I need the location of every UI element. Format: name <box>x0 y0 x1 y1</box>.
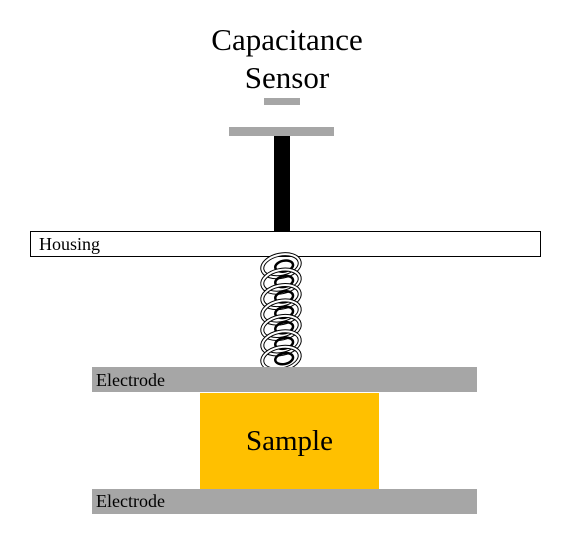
sensor-label-line1: Capacitance <box>211 22 363 57</box>
sensor-lower-plate <box>229 127 334 136</box>
sensor-label-line2: Sensor <box>244 60 330 95</box>
housing-label: Housing <box>39 234 101 254</box>
top-electrode: Electrode <box>92 367 477 392</box>
top-electrode-label: Electrode <box>96 370 165 390</box>
sensor-upper-plate <box>264 98 300 105</box>
bottom-electrode: Electrode <box>92 489 477 514</box>
bottom-electrode-label: Electrode <box>96 491 165 511</box>
sample-block: Sample <box>200 393 379 489</box>
sample-label: Sample <box>246 424 333 457</box>
connecting-rod <box>274 136 290 232</box>
